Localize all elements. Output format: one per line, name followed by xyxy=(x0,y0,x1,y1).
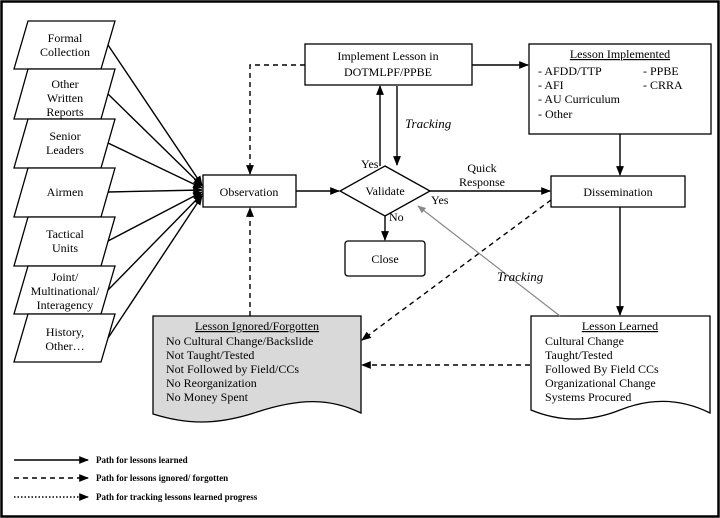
dissemination-label: Dissemination xyxy=(583,185,652,199)
learned-item: Followed By Field CCs xyxy=(545,362,659,376)
tracking-label-top: Tracking xyxy=(405,116,452,131)
ignored-item: No Cultural Change/Backslide xyxy=(166,334,313,348)
implement-line-1: Implement Lesson in xyxy=(337,49,438,63)
edge-labels: Tracking Tracking Yes Yes No Quick Respo… xyxy=(361,116,544,284)
lesson-ignored-box: Lesson Ignored/Forgotten No Cultural Cha… xyxy=(152,315,362,423)
learned-item: Taught/Tested xyxy=(545,348,613,362)
implement-lesson-box: Implement Lesson in DOTMLPF/PPBE xyxy=(304,43,473,86)
yes-label-right: Yes xyxy=(431,193,449,207)
source-airmen: Airmen xyxy=(13,167,116,218)
source-label: Airmen xyxy=(47,185,84,199)
lesson-ignored-title: Lesson Ignored/Forgotten xyxy=(195,319,319,333)
implemented-item: - Other xyxy=(538,107,572,121)
quick-label: Quick xyxy=(467,161,496,175)
ignored-item: Not Taught/Tested xyxy=(166,348,254,362)
dissemination-box: Dissemination xyxy=(550,175,686,208)
lesson-implemented-box: Lesson Implemented - AFDD/TTP - AFI - AU… xyxy=(528,43,712,135)
source-history-other: History,Other… xyxy=(13,313,116,363)
lesson-learned-title: Lesson Learned xyxy=(582,319,658,333)
no-label: No xyxy=(389,210,404,224)
source-joint-multinational-interagency: Joint/Multinational/Interagency xyxy=(13,265,116,315)
implement-line-2: DOTMLPF/PPBE xyxy=(344,65,432,79)
lesson-ignored-shape xyxy=(152,315,362,423)
observation-label: Observation xyxy=(220,185,279,199)
source-label: History,Other… xyxy=(45,325,84,353)
lesson-implemented-title: Lesson Implemented xyxy=(570,47,670,61)
dashed-dissemination-ignored xyxy=(361,199,552,341)
flow-connectors xyxy=(246,61,624,369)
legend: Path for lessons learned Path for lesson… xyxy=(14,455,258,502)
observation-box: Observation xyxy=(202,174,297,208)
implemented-item: - AFI xyxy=(538,78,564,92)
legend-dashed-label: Path for lessons ignored/ forgotten xyxy=(96,473,228,483)
ignored-item: No Reorganization xyxy=(166,376,257,390)
yes-label-up: Yes xyxy=(361,157,379,171)
tracking-label-bottom: Tracking xyxy=(497,269,544,284)
learned-item: Systems Procured xyxy=(545,390,631,404)
legend-dotted-label: Path for tracking lessons learned progre… xyxy=(96,492,258,502)
ignored-item: No Money Spent xyxy=(166,390,249,404)
implemented-item: - AFDD/TTP xyxy=(538,64,602,78)
response-label: Response xyxy=(459,175,505,189)
validate-label: Validate xyxy=(365,184,404,198)
tracking-learned-validate xyxy=(417,205,561,317)
source-arrows xyxy=(107,44,203,339)
implemented-item: - PPBE xyxy=(643,64,679,78)
implemented-item: - CRRA xyxy=(643,78,683,92)
close-box: Close xyxy=(344,240,426,277)
close-label: Close xyxy=(371,252,398,266)
ignored-item: Not Followed by Field/CCs xyxy=(166,362,299,376)
learned-item: Cultural Change xyxy=(545,334,624,348)
implemented-item: - AU Curriculum xyxy=(538,92,621,106)
dashed-implement-observation xyxy=(246,64,305,175)
lesson-learned-box: Lesson Learned Cultural Change Taught/Te… xyxy=(530,315,711,420)
learned-item: Organizational Change xyxy=(545,376,656,390)
legend-solid-label: Path for lessons learned xyxy=(96,455,188,465)
source-label: Joint/Multinational/Interagency xyxy=(31,270,100,312)
